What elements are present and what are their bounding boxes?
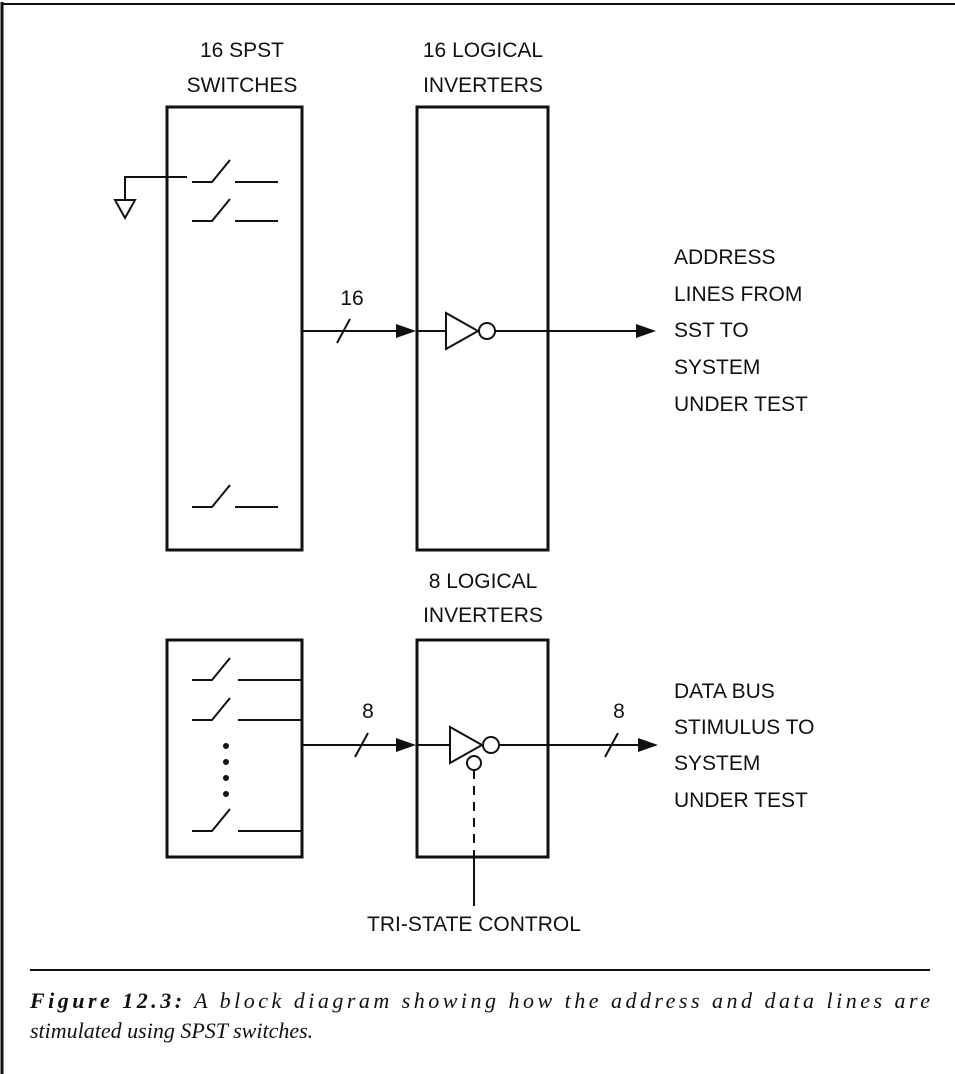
- output-top-line-3: SST TO: [674, 319, 749, 342]
- tristate-label: TRI-STATE CONTROL: [367, 913, 581, 936]
- spst-switch: [192, 808, 302, 832]
- inverter-block-bottom-title-1: 8 LOGICAL: [429, 570, 538, 593]
- switch-block-top-title-1: 16 SPST: [200, 39, 284, 62]
- output-bottom-line-3: SYSTEM: [674, 752, 760, 775]
- output-bottom-line-4: UNDER TEST: [674, 789, 808, 812]
- inverter-block-bottom-title-2: INVERTERS: [423, 604, 543, 627]
- output-top-line-2: LINES FROM: [674, 283, 802, 306]
- switch-block-top-title-2: SWITCHES: [187, 74, 298, 97]
- output-bottom-line-2: STIMULUS TO: [674, 716, 814, 739]
- address-bus-arrow: [302, 318, 416, 344]
- output-bottom-line-1: DATA BUS: [674, 680, 775, 703]
- inverter-block-top-title-1: 16 LOGICAL: [423, 39, 543, 62]
- data-output-arrow: [548, 732, 658, 758]
- bus-width-top: 16: [340, 287, 363, 310]
- switch-block-bottom: [165, 638, 304, 859]
- output-top-line-1: ADDRESS: [674, 246, 776, 269]
- spst-switch: [192, 159, 278, 183]
- ground-icon: [113, 176, 187, 221]
- spst-switch: [192, 697, 302, 721]
- output-top-line-4: SYSTEM: [674, 356, 760, 379]
- bus-width-bottom-out: 8: [613, 700, 625, 723]
- caption-line-1: Figure 12.3: A block diagram showing how…: [29, 988, 930, 1013]
- output-top-line-5: UNDER TEST: [674, 393, 808, 416]
- bus-width-bottom-in: 8: [362, 700, 374, 723]
- tristate-inverter-icon: [417, 725, 548, 857]
- caption-label: Figure 12.3:: [29, 988, 182, 1013]
- switch-block-top: [165, 105, 304, 552]
- ellipsis-dots: [223, 743, 229, 797]
- inverter-block-top-title-2: INVERTERS: [423, 74, 543, 97]
- address-output-arrow: [548, 324, 656, 338]
- data-bus-arrow: [302, 732, 416, 758]
- caption-text: A block diagram showing how the address …: [192, 988, 930, 1013]
- spst-switch: [192, 484, 278, 508]
- spst-switch: [192, 657, 302, 681]
- spst-switch: [192, 198, 278, 222]
- inverter-block-bottom: [415, 638, 550, 859]
- inverter-gate-icon: [417, 311, 548, 351]
- caption-line-2: stimulated using SPST switches.: [30, 1018, 313, 1043]
